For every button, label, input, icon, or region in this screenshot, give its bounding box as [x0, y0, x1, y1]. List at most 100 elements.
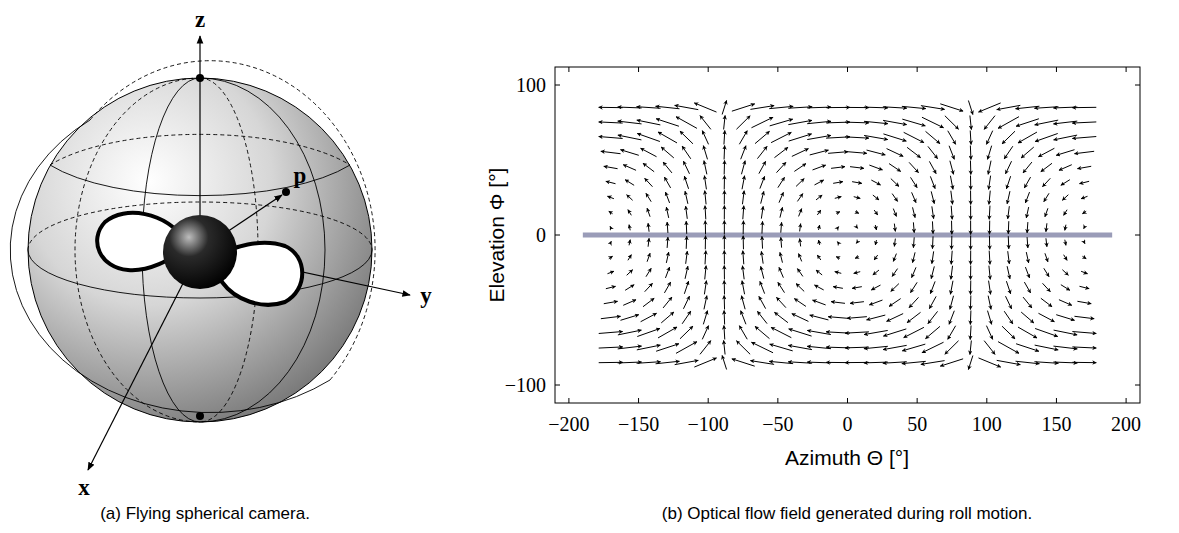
flow-arrow — [1008, 206, 1010, 219]
axis-title: Azimuth Θ [°] — [785, 446, 909, 469]
flow-arrow — [883, 107, 907, 108]
flow-arrow — [940, 104, 963, 111]
flow-arrow — [724, 161, 725, 175]
flow-arrow — [724, 296, 725, 310]
flow-arrow — [912, 192, 916, 202]
flow-arrow — [637, 133, 660, 141]
flow-arrow — [666, 252, 668, 263]
flow-arrow — [922, 342, 944, 353]
flow-arrow — [819, 225, 820, 230]
flow-arrow — [658, 327, 677, 338]
flow-arrow — [1018, 132, 1037, 143]
axis-title: Elevation Φ [°] — [485, 168, 508, 303]
flow-arrow — [675, 105, 699, 109]
flow-arrow — [1026, 252, 1028, 263]
flow-arrow — [932, 236, 934, 248]
tick-mark — [847, 67, 848, 72]
flow-arrow — [845, 137, 869, 138]
flow-arrow — [1027, 222, 1029, 233]
flow-arrow — [869, 165, 882, 170]
flow-arrow — [810, 150, 829, 155]
flow-arrow — [931, 191, 934, 203]
flow-arrow — [739, 326, 747, 340]
flow-arrow — [1025, 192, 1029, 203]
flow-arrow — [968, 356, 972, 370]
flow-arrow — [627, 195, 633, 201]
flow-arrow — [989, 266, 990, 280]
flow-arrow — [867, 150, 886, 155]
flow-arrow — [970, 236, 971, 250]
flow-arrow — [926, 326, 940, 338]
flow-arrow — [945, 116, 959, 130]
flow-arrow — [913, 222, 915, 232]
flow-arrow — [732, 359, 755, 366]
flow-arrow — [1021, 312, 1034, 323]
tick-mark — [568, 67, 569, 72]
flow-arrow — [875, 240, 876, 245]
flow-arrow — [1035, 133, 1058, 141]
flow-arrow — [871, 285, 880, 290]
flow-arrow — [779, 267, 783, 277]
flow-arrow — [741, 296, 745, 310]
flow-arrow — [930, 176, 935, 188]
flow-arrow — [970, 296, 971, 310]
flow-arrow — [1062, 270, 1068, 276]
flow-arrow — [724, 176, 725, 190]
pole-dot — [196, 412, 204, 420]
flow-arrow — [828, 152, 848, 154]
flow-arrow — [755, 326, 769, 338]
flow-arrow — [998, 342, 1019, 354]
flow-arrow — [1056, 150, 1074, 156]
flow-arrow — [989, 221, 990, 235]
flow-arrow — [637, 328, 660, 336]
flow-arrow — [1045, 223, 1047, 231]
drone-body — [163, 215, 237, 289]
tick-label: 100 — [516, 74, 546, 96]
flow-arrow — [742, 281, 745, 295]
flow-arrow — [723, 326, 725, 340]
flow-arrow — [816, 270, 822, 275]
flow-arrow — [926, 131, 940, 143]
flow-arrow — [724, 221, 725, 235]
flow-arrow — [883, 329, 906, 336]
flow-arrow — [883, 362, 907, 363]
flow-arrow — [932, 221, 934, 233]
flow-arrow — [1043, 283, 1051, 291]
flow-arrow — [819, 240, 820, 245]
flow-arrow — [743, 221, 744, 235]
flow-arrow — [724, 146, 726, 160]
flow-arrow — [883, 120, 907, 124]
plot-frame — [555, 67, 1140, 403]
flow-arrow — [704, 296, 707, 310]
flow-arrow — [891, 284, 899, 292]
great-circle-back — [90, 61, 375, 380]
flow-arrow — [813, 300, 826, 305]
flow-arrow — [685, 266, 688, 279]
flow-arrow — [1059, 300, 1072, 306]
flow-arrow — [599, 137, 623, 139]
flow-arrow — [792, 149, 809, 157]
flow-arrow — [854, 197, 860, 199]
flow-arrow — [643, 298, 654, 306]
flow-arrow — [700, 341, 711, 355]
flow-arrow — [921, 106, 945, 110]
flow-arrow — [989, 251, 991, 265]
flow-arrow — [648, 238, 650, 246]
flow-arrow — [817, 210, 821, 215]
flow-arrow — [855, 257, 859, 259]
flow-arrow — [1077, 166, 1091, 168]
flow-arrow — [874, 210, 878, 215]
flow-arrow — [618, 346, 642, 349]
flow-arrow — [852, 287, 862, 289]
flow-arrow — [816, 195, 822, 200]
flow-arrow — [686, 206, 688, 219]
flow-arrow — [1072, 122, 1096, 123]
flow-arrow — [705, 251, 707, 265]
flow-arrow — [871, 180, 880, 185]
flow-arrow — [789, 329, 812, 336]
flow-arrow — [741, 311, 746, 325]
flow-arrow — [742, 206, 744, 220]
flow-arrow — [902, 119, 925, 126]
tick-mark — [847, 398, 848, 403]
